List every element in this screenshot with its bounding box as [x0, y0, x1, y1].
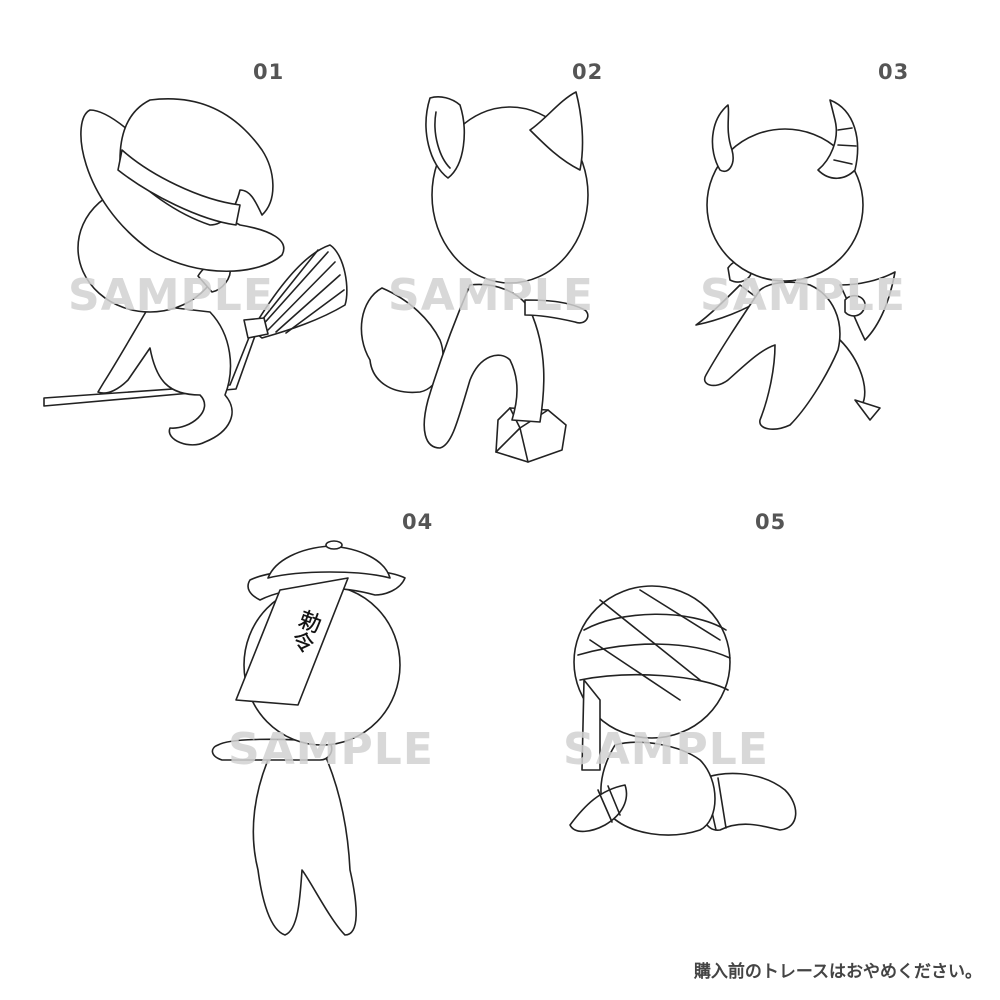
- no-tracing-notice: 購入前のトレースはおやめください。: [693, 962, 982, 982]
- figure-number-01: 01: [253, 60, 285, 84]
- watermark-01: SAMPLE: [68, 270, 274, 321]
- watermark-03: SAMPLE: [700, 270, 906, 321]
- figure-number-05: 05: [755, 510, 787, 534]
- watermark-04: SAMPLE: [228, 724, 434, 775]
- figure-number-03: 03: [878, 60, 910, 84]
- figure-number-02: 02: [572, 60, 604, 84]
- figure-number-04: 04: [402, 510, 434, 534]
- watermark-05: SAMPLE: [563, 724, 769, 775]
- watermark-02: SAMPLE: [388, 270, 594, 321]
